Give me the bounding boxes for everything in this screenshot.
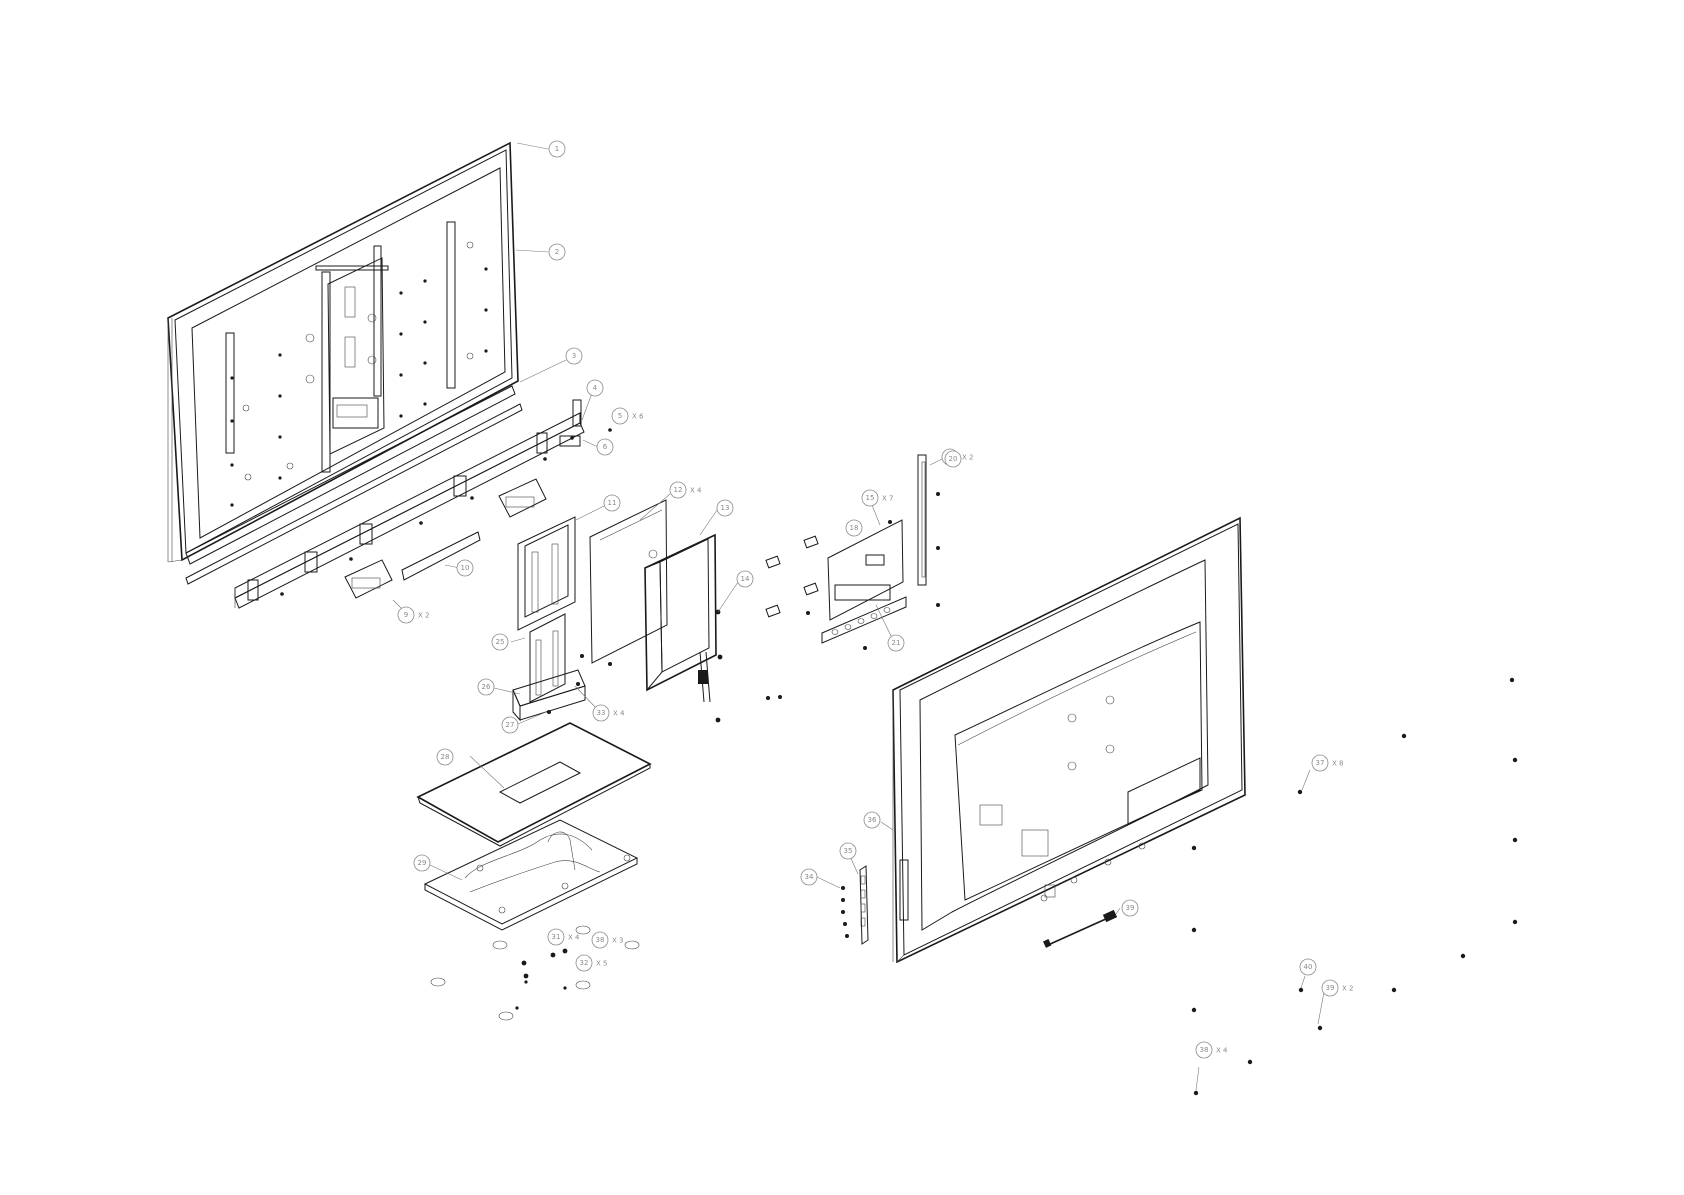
callout-quantity: X 4 (690, 487, 702, 495)
callout-number: 29 (418, 859, 427, 867)
back-cover (893, 518, 1245, 962)
callout-number: 6 (603, 443, 608, 451)
callout-25: 25 (492, 634, 508, 650)
callout-number: 4 (593, 384, 598, 392)
callout-14: 14 (737, 571, 753, 587)
callout-number: 35 (844, 847, 853, 855)
callout-number: 20 (949, 455, 958, 463)
callout-1: 1 (549, 141, 565, 157)
callout-29: 29 (414, 855, 430, 871)
callout-28: 28 (437, 749, 453, 765)
callout-20: 20 (945, 451, 961, 467)
main-board (806, 455, 940, 650)
callout-34: 34 (801, 869, 817, 885)
callout-number: 25 (496, 638, 505, 646)
callout-10: 10 (457, 560, 473, 576)
callout-quantity: X 7 (882, 495, 893, 503)
callout-number: 32 (580, 959, 589, 967)
callout-3: 3 (566, 348, 582, 364)
callout-number: 27 (506, 721, 515, 729)
callout-number: 5 (618, 412, 622, 420)
callout-38: 38 X 4 (1196, 1042, 1228, 1058)
callout-number: 38 (1200, 1046, 1209, 1054)
callout-32: 32 X 5 (576, 955, 607, 971)
callout-12: 12 X 4 (670, 482, 702, 498)
callout-36: 36 (864, 812, 880, 828)
callout-6: 6 (597, 439, 613, 455)
standoffs (766, 536, 818, 700)
callout-37: 37 X 8 (1312, 755, 1343, 771)
callout-quantity: X 2 (962, 454, 973, 462)
callout-31: 31 X 4 (548, 929, 580, 945)
callout-number: 1 (555, 145, 559, 153)
callout-39: 39 (1122, 900, 1138, 916)
callout-18: 18 (846, 520, 862, 536)
callout-quantity: X 8 (1332, 760, 1343, 768)
callout-number: 18 (850, 524, 859, 532)
power-board (645, 535, 722, 722)
callout-number: 13 (721, 504, 730, 512)
callout-27: 27 (502, 717, 518, 733)
callout-number: 34 (805, 873, 814, 881)
callout-33: 33 X 4 (593, 705, 625, 721)
callout-quantity: X 5 (596, 960, 607, 968)
callout-13: 13 (717, 500, 733, 516)
shield-plate (580, 500, 667, 666)
callout-2: 2 (549, 244, 565, 260)
stand-neck (513, 517, 585, 720)
callout-number: 31 (552, 933, 561, 941)
callout-5: 5 X 6 (612, 408, 644, 424)
callout-number: 9 (404, 611, 408, 619)
callout-35: 35 (840, 843, 856, 859)
cable (1043, 910, 1117, 948)
callout-4: 4 (587, 380, 603, 396)
callout-quantity: X 4 (1216, 1047, 1228, 1055)
callout-number: 2 (555, 248, 559, 256)
leader-lines (393, 143, 1324, 1090)
callout-number: 39 (1126, 904, 1135, 912)
callout-9: 9 X 2 (398, 607, 429, 623)
callout-number: 10 (461, 564, 470, 572)
callout-number: 3 (572, 352, 576, 360)
callout-number: 12 (674, 486, 683, 494)
callout-38: 38 X 3 (592, 932, 623, 948)
callout-number: 39 (1326, 984, 1335, 992)
callout-quantity: X 4 (613, 710, 625, 718)
callout-26: 26 (478, 679, 494, 695)
callout-quantity: X 2 (418, 612, 429, 620)
callout-number: 14 (741, 575, 750, 583)
keypad-and-ir (841, 866, 868, 944)
callout-number: 21 (892, 639, 901, 647)
callout-number: 15 (866, 494, 875, 502)
callout-number: 40 (1304, 963, 1313, 971)
callout-number: 11 (608, 499, 617, 507)
callout-40: 40 (1300, 959, 1316, 975)
callout-21: 21 (888, 635, 904, 651)
callout-number: 37 (1316, 759, 1325, 767)
callout-number: 38 (596, 936, 605, 944)
callout-number: 28 (441, 753, 450, 761)
callout-number: 36 (868, 816, 877, 824)
lcd-panel-assembly (168, 143, 522, 584)
callout-number: 33 (597, 709, 606, 717)
callout-quantity: X 2 (1342, 985, 1353, 993)
callout-11: 11 (604, 495, 620, 511)
panel-screws (230, 267, 487, 506)
callout-quantity: X 3 (612, 937, 623, 945)
loose-screws (1192, 678, 1517, 1095)
callout-quantity: X 6 (632, 413, 644, 421)
callout-15: 15 X 7 (862, 490, 893, 506)
callout-39: 39 X 2 (1322, 980, 1353, 996)
callout-quantity: X 4 (568, 934, 580, 942)
callout-number: 26 (482, 683, 491, 691)
